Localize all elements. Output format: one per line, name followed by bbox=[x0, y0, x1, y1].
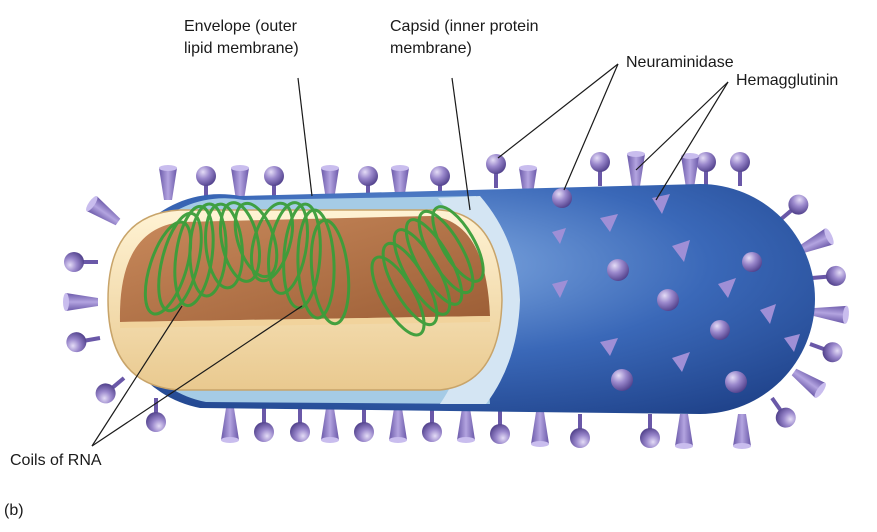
envelope-label: Envelope (outer lipid membrane) bbox=[184, 16, 299, 60]
neuraminidase-leader-2 bbox=[564, 64, 618, 190]
envelope-label-line2: lipid membrane) bbox=[184, 38, 299, 60]
capsid-leader bbox=[452, 78, 470, 210]
coils-of-rna-label: Coils of RNA bbox=[10, 450, 102, 472]
envelope-label-line1: Envelope (outer bbox=[184, 16, 299, 38]
capsid-label-line1: Capsid (inner protein bbox=[390, 16, 539, 38]
hemagglutinin-label: Hemagglutinin bbox=[736, 70, 838, 92]
capsid-label-line2: membrane) bbox=[390, 38, 539, 60]
panel-label: (b) bbox=[4, 500, 24, 522]
capsid-label: Capsid (inner protein membrane) bbox=[390, 16, 539, 60]
neuraminidase-leader-1 bbox=[498, 64, 618, 158]
neuraminidase-label: Neuraminidase bbox=[626, 52, 734, 74]
envelope-leader bbox=[298, 78, 312, 196]
